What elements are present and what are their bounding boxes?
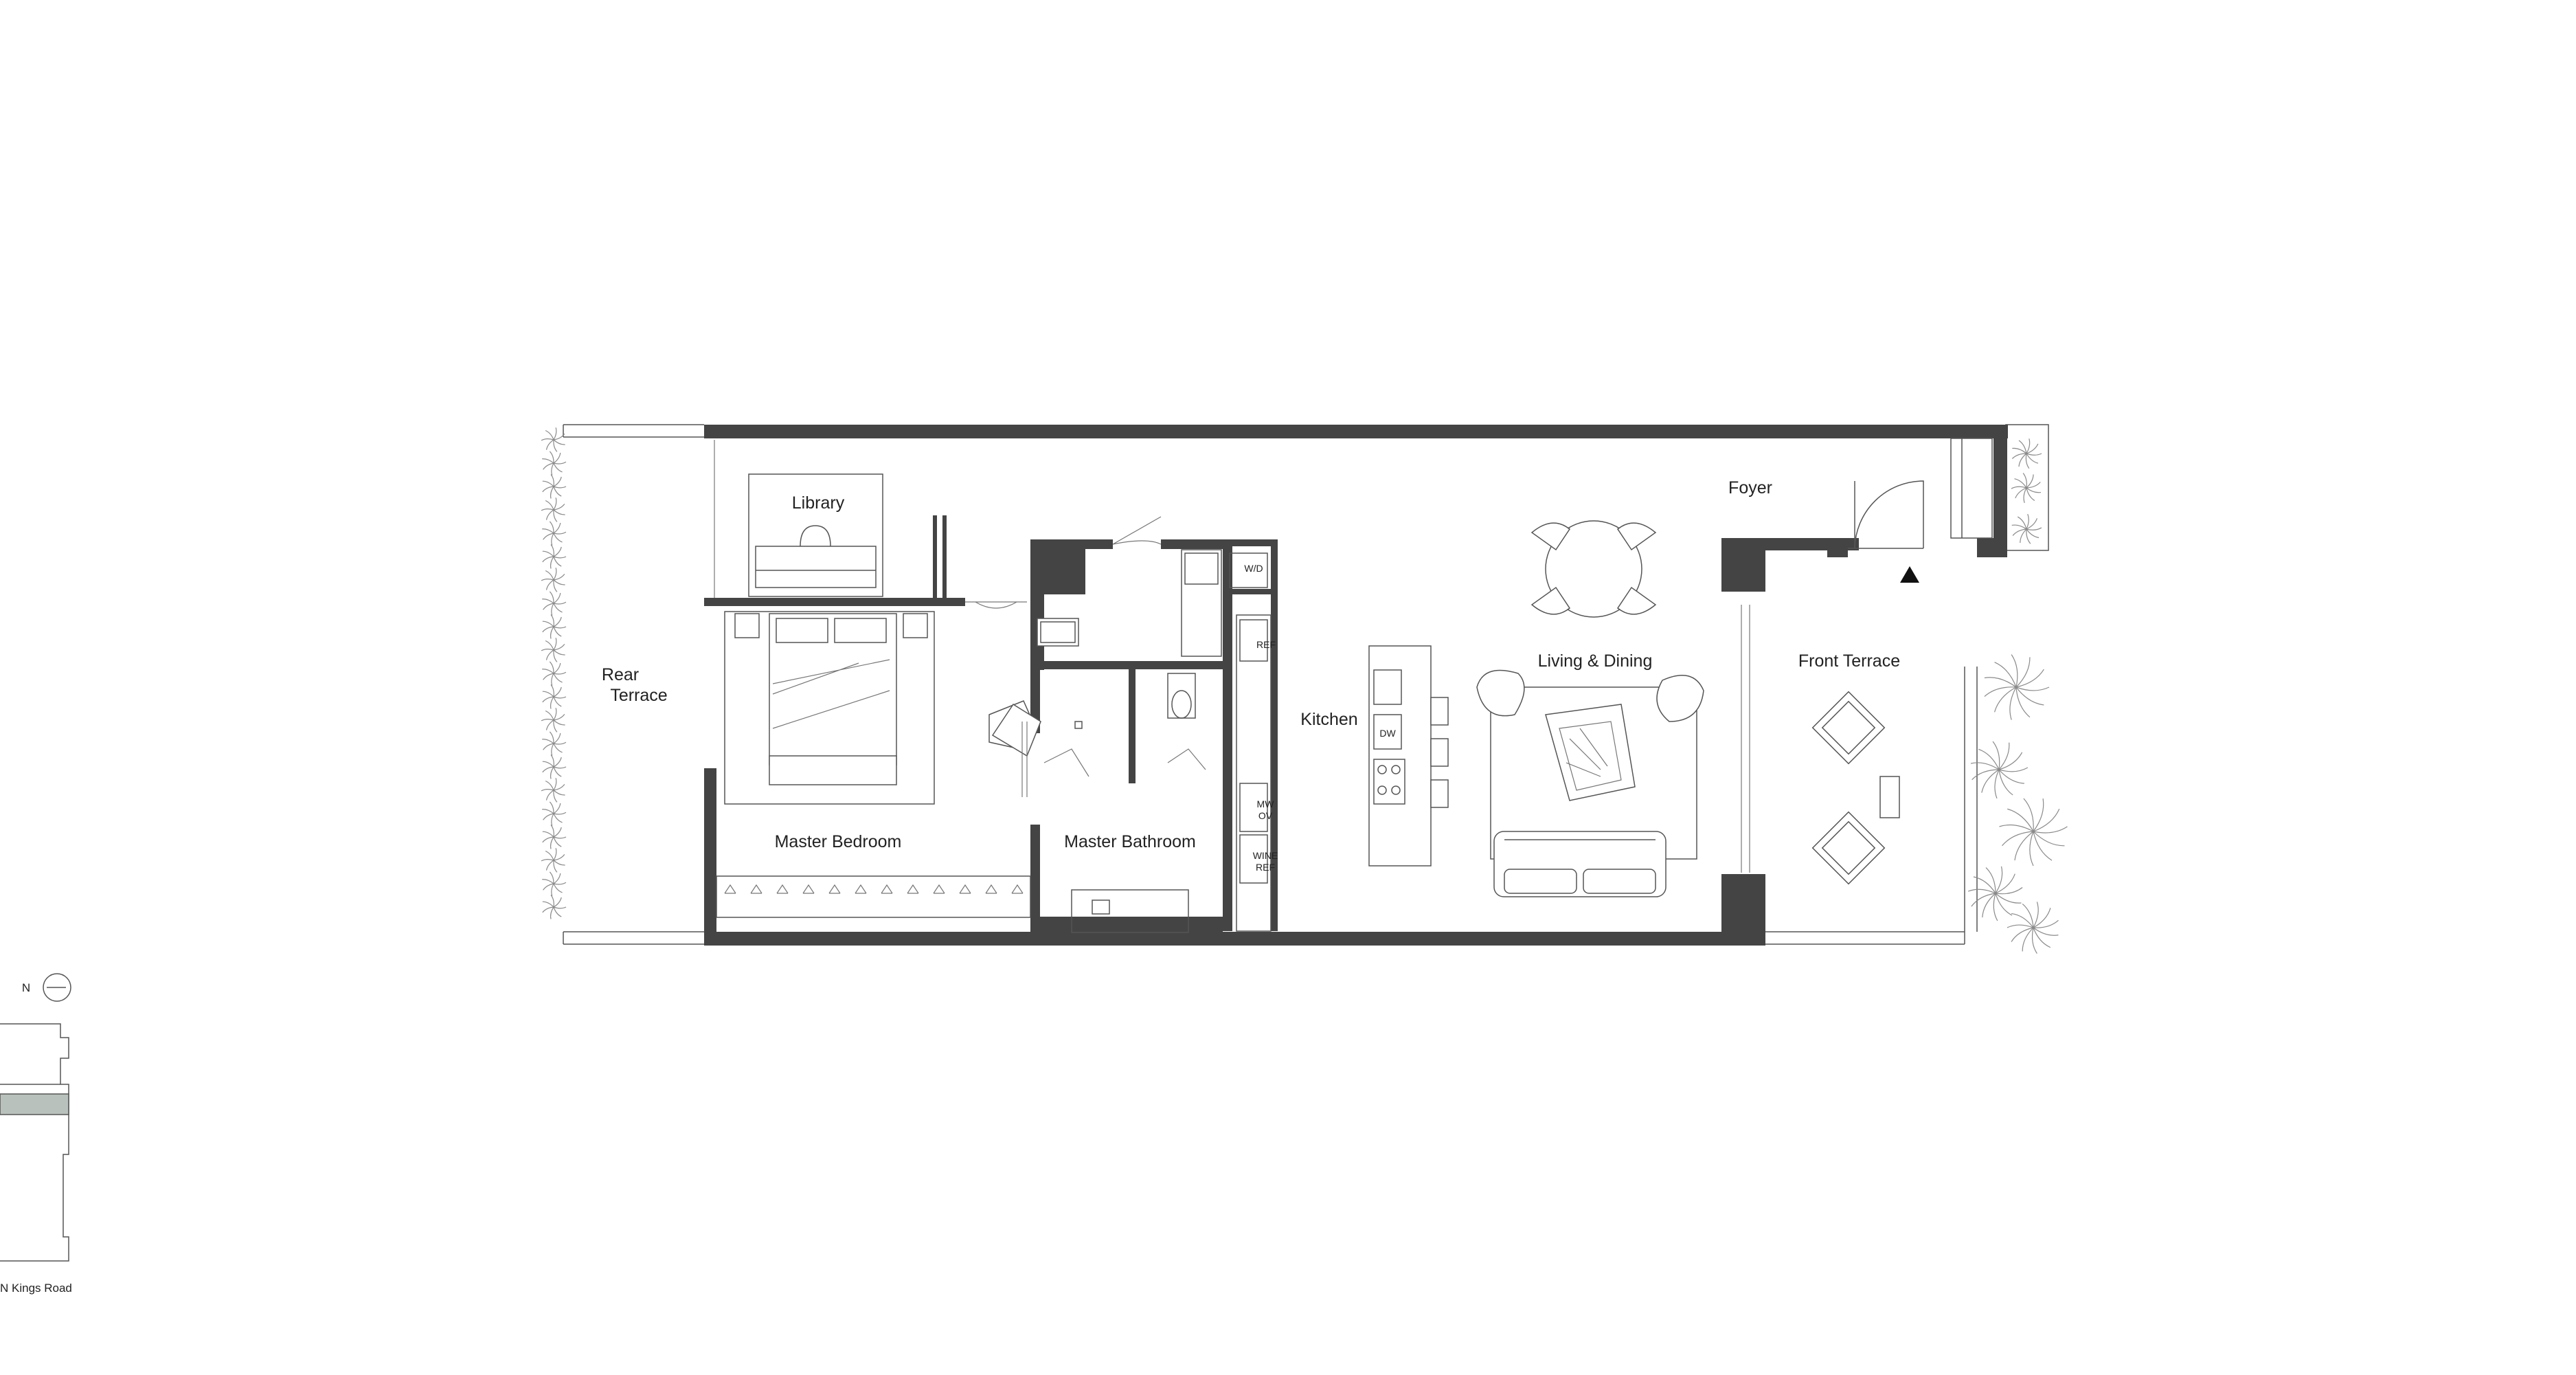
living-armchairs	[1476, 669, 1704, 722]
key-plan: N N Kings Road	[0, 973, 72, 1295]
walls	[704, 425, 2008, 946]
library-sliding-door[interactable]	[965, 601, 1027, 609]
room-label-living-dining: Living & Dining	[1538, 651, 1653, 671]
street-label: N Kings Road	[0, 1282, 72, 1295]
bedroom-wardrobe	[716, 875, 1031, 918]
foyer-planter	[2005, 424, 2049, 551]
dining-table	[1530, 520, 1657, 618]
front-terrace-outline	[1741, 605, 1978, 945]
appliance-label-ref: REF	[1256, 639, 1276, 650]
kitchen-tall-units	[1229, 552, 1272, 932]
room-label-kitchen: Kitchen	[1300, 710, 1357, 729]
entry-door[interactable]	[1848, 480, 1924, 549]
bathroom-fixtures	[1037, 549, 1222, 933]
room-label-library: Library	[792, 493, 845, 513]
north-arrow-icon	[43, 973, 71, 1002]
library-furniture	[748, 473, 883, 597]
appliance-label-dw: DW	[1379, 728, 1396, 739]
appliance-label-wine: WINE	[1253, 850, 1278, 861]
living-rug	[1490, 686, 1697, 860]
kitchen-island	[1368, 645, 1449, 867]
rear-planter-plants	[541, 427, 567, 919]
highlighted-unit	[0, 1093, 69, 1115]
room-label-rear-terrace-line2: Terrace	[610, 686, 667, 705]
room-label-foyer: Foyer	[1728, 478, 1772, 498]
foyer-closet	[1950, 438, 1993, 539]
terrace-lounge-chairs	[1811, 691, 1900, 885]
appliance-label-mw: MW	[1257, 798, 1275, 809]
room-label-master-bathroom: Master Bathroom	[1064, 832, 1196, 851]
appliance-label-ov: OV	[1258, 810, 1273, 821]
site-key-plan	[0, 1023, 69, 1262]
bathroom-door[interactable]	[1112, 516, 1162, 545]
rear-terrace-outline	[563, 424, 715, 945]
bedroom-lounge-chairs	[988, 700, 1041, 757]
room-label-master-bedroom: Master Bedroom	[775, 832, 902, 851]
appliance-label-wd: W/D	[1244, 563, 1263, 574]
front-planter-plants	[1967, 654, 2068, 954]
entry-arrow-icon	[1900, 566, 1919, 583]
room-label-rear-terrace-line1: Rear	[602, 665, 639, 684]
living-sofa	[1493, 831, 1667, 897]
room-label-front-terrace: Front Terrace	[1798, 651, 1900, 671]
bathroom-sliding-door[interactable]	[1021, 722, 1028, 797]
north-label: N	[22, 981, 30, 994]
appliance-label-wine-ref: REF	[1256, 862, 1275, 873]
bed	[724, 611, 935, 805]
